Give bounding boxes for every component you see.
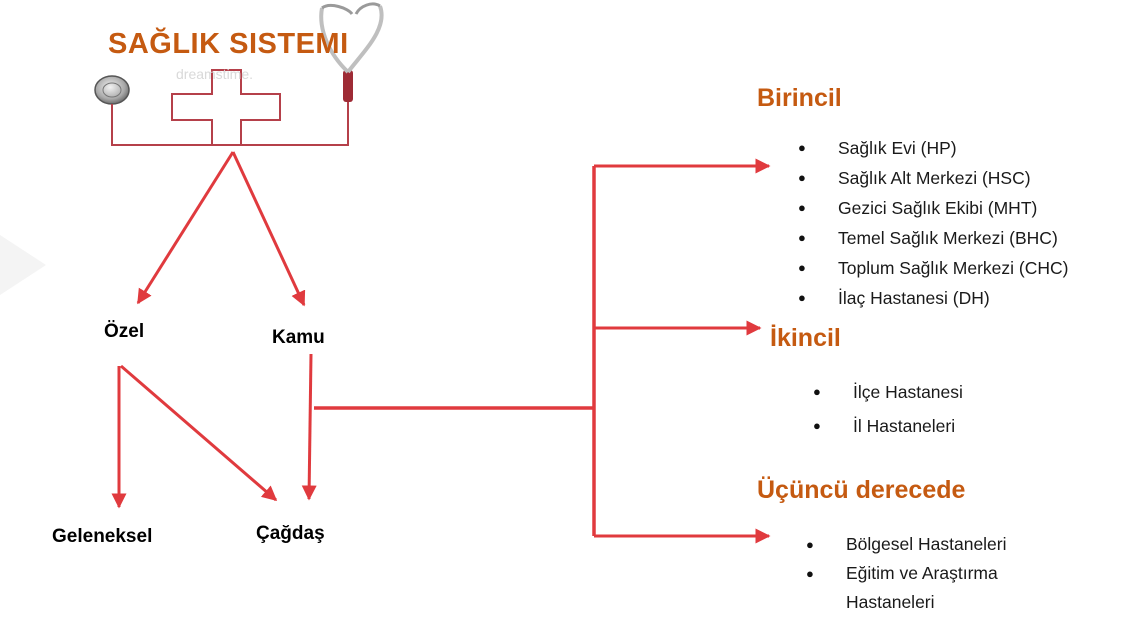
list-item: Eğitim ve Araştırma Hastaneleri [806,559,1046,617]
stethoscope-icon [94,2,384,146]
list-item: İlçe Hastanesi [813,375,963,409]
level-birincil-list: Sağlık Evi (HP) Sağlık Alt Merkezi (HSC)… [798,133,1068,313]
list-item: Temel Sağlık Merkezi (BHC) [798,223,1068,253]
node-kamu: Kamu [272,327,325,348]
node-cagdas: Çağdaş [256,523,325,544]
list-item-text: Eğitim ve Araştırma Hastaneleri [846,563,998,612]
list-item: Toplum Sağlık Merkezi (CHC) [798,253,1068,283]
diagram-title: SAĞLIK SISTEMI [108,28,349,60]
list-item: İl Hastaneleri [813,409,963,443]
node-ozel: Özel [104,321,145,342]
watermark: dreamstime. [176,66,254,82]
list-item: Bölgesel Hastaneleri [806,530,1046,559]
medical-cross-icon [111,69,349,146]
level-ikincil-list: İlçe Hastanesi İl Hastaneleri [813,375,963,443]
level-ucuncu-title: Üçüncü derecede [757,476,966,504]
list-item: Sağlık Evi (HP) [798,133,1068,163]
list-item: Sağlık Alt Merkezi (HSC) [798,163,1068,193]
level-ucuncu-list: Bölgesel Hastaneleri Eğitim ve Araştırma… [806,530,1046,617]
level-birincil-title: Birincil [757,84,842,112]
decorative-corner-shape [0,235,46,295]
level-ikincil-title: İkincil [770,324,841,352]
list-item: Gezici Sağlık Ekibi (MHT) [798,193,1068,223]
node-geleneksel: Geleneksel [52,526,153,547]
list-item: İlaç Hastanesi (DH) [798,283,1068,313]
